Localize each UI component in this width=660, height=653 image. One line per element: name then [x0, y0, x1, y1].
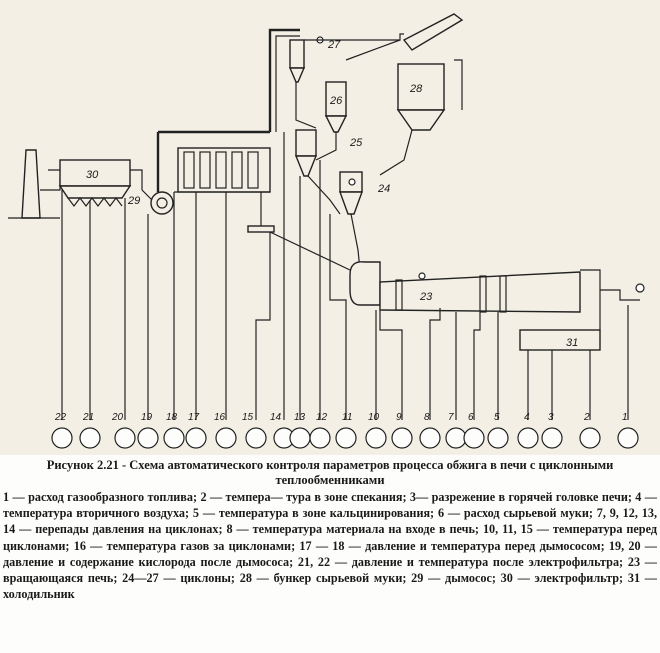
gauge-number: 15	[242, 412, 254, 423]
cyclone-24: 24	[339, 171, 390, 215]
gauge-number: 21	[82, 412, 94, 423]
gauge-number: 12	[316, 412, 328, 423]
electrofilter-30: 30	[48, 159, 143, 207]
gauge-18	[163, 427, 185, 449]
gauges	[51, 427, 639, 449]
cyclone-25: 25	[294, 129, 363, 177]
gauge-22	[51, 427, 73, 449]
gauge-19	[137, 427, 159, 449]
gauge-number: 5	[494, 412, 500, 423]
label-30: 30	[86, 169, 99, 181]
gauge-number: 17	[188, 412, 200, 423]
gauge-5	[487, 427, 509, 449]
gauge-13	[289, 427, 311, 449]
gauge-16	[215, 427, 237, 449]
gauge-numbers: 22 21 20 19 18 17 16 15 14 13 12 11 10 9…	[54, 412, 628, 423]
gauge-number: 7	[448, 412, 454, 423]
dust-chambers	[156, 130, 271, 193]
label-23: 23	[419, 291, 433, 303]
smoke-exhauster-29: 29	[127, 189, 174, 215]
gauge-number: 9	[396, 412, 402, 423]
gauge-11	[335, 427, 357, 449]
raw-meal-bunker-28: 28	[379, 13, 464, 176]
gauge-number: 19	[141, 412, 153, 423]
label-26: 26	[329, 95, 343, 107]
gauge-17	[185, 427, 207, 449]
label-27: 27	[327, 39, 341, 51]
gauge-2	[579, 427, 601, 449]
rotary-kiln-23: 23	[349, 261, 581, 313]
gauge-1	[617, 427, 639, 449]
label-28: 28	[409, 83, 423, 95]
gauge-21	[79, 427, 101, 449]
gauge-4	[517, 427, 539, 449]
gauge-8	[419, 427, 441, 449]
gauge-number: 6	[468, 412, 474, 423]
gauge-number: 2	[583, 412, 590, 423]
gauge-number: 18	[166, 412, 178, 423]
figure-legend: 1 — расход газообразного топлива; 2 — те…	[3, 490, 657, 602]
gauge-number: 22	[54, 412, 67, 423]
gauge-number: 3	[548, 412, 554, 423]
gauge-number: 16	[214, 412, 226, 423]
screw-conveyor	[247, 192, 275, 233]
gauge-number: 20	[111, 412, 124, 423]
signal-lines	[61, 132, 629, 420]
cooler-31: 31	[519, 269, 645, 351]
gauge-number: 4	[524, 412, 530, 423]
gauge-15	[245, 427, 267, 449]
gauge-3	[541, 427, 563, 449]
label-24: 24	[377, 183, 390, 195]
label-31: 31	[566, 337, 578, 349]
gauge-number: 10	[368, 412, 380, 423]
figure-caption: Рисунок 2.21 - Схема автоматического кон…	[46, 458, 614, 487]
cyclone-27: 27	[288, 36, 341, 83]
gauge-6	[463, 427, 485, 449]
gauge-number: 14	[270, 412, 282, 423]
gauge-number: 13	[294, 412, 306, 423]
label-29: 29	[127, 195, 140, 207]
riser-duct	[268, 28, 300, 132]
gauge-7	[445, 427, 467, 449]
gauge-12	[309, 427, 331, 449]
gauge-9	[391, 427, 413, 449]
gauge-20	[114, 427, 136, 449]
gauge-number: 1	[622, 412, 628, 423]
label-25: 25	[349, 137, 363, 149]
gauge-10	[365, 427, 387, 449]
gauge-number: 11	[342, 412, 352, 423]
chimney	[8, 149, 61, 219]
process-diagram: 30 29	[0, 0, 660, 455]
cyclone-26: 26	[324, 81, 348, 133]
gauge-number: 8	[424, 412, 430, 423]
